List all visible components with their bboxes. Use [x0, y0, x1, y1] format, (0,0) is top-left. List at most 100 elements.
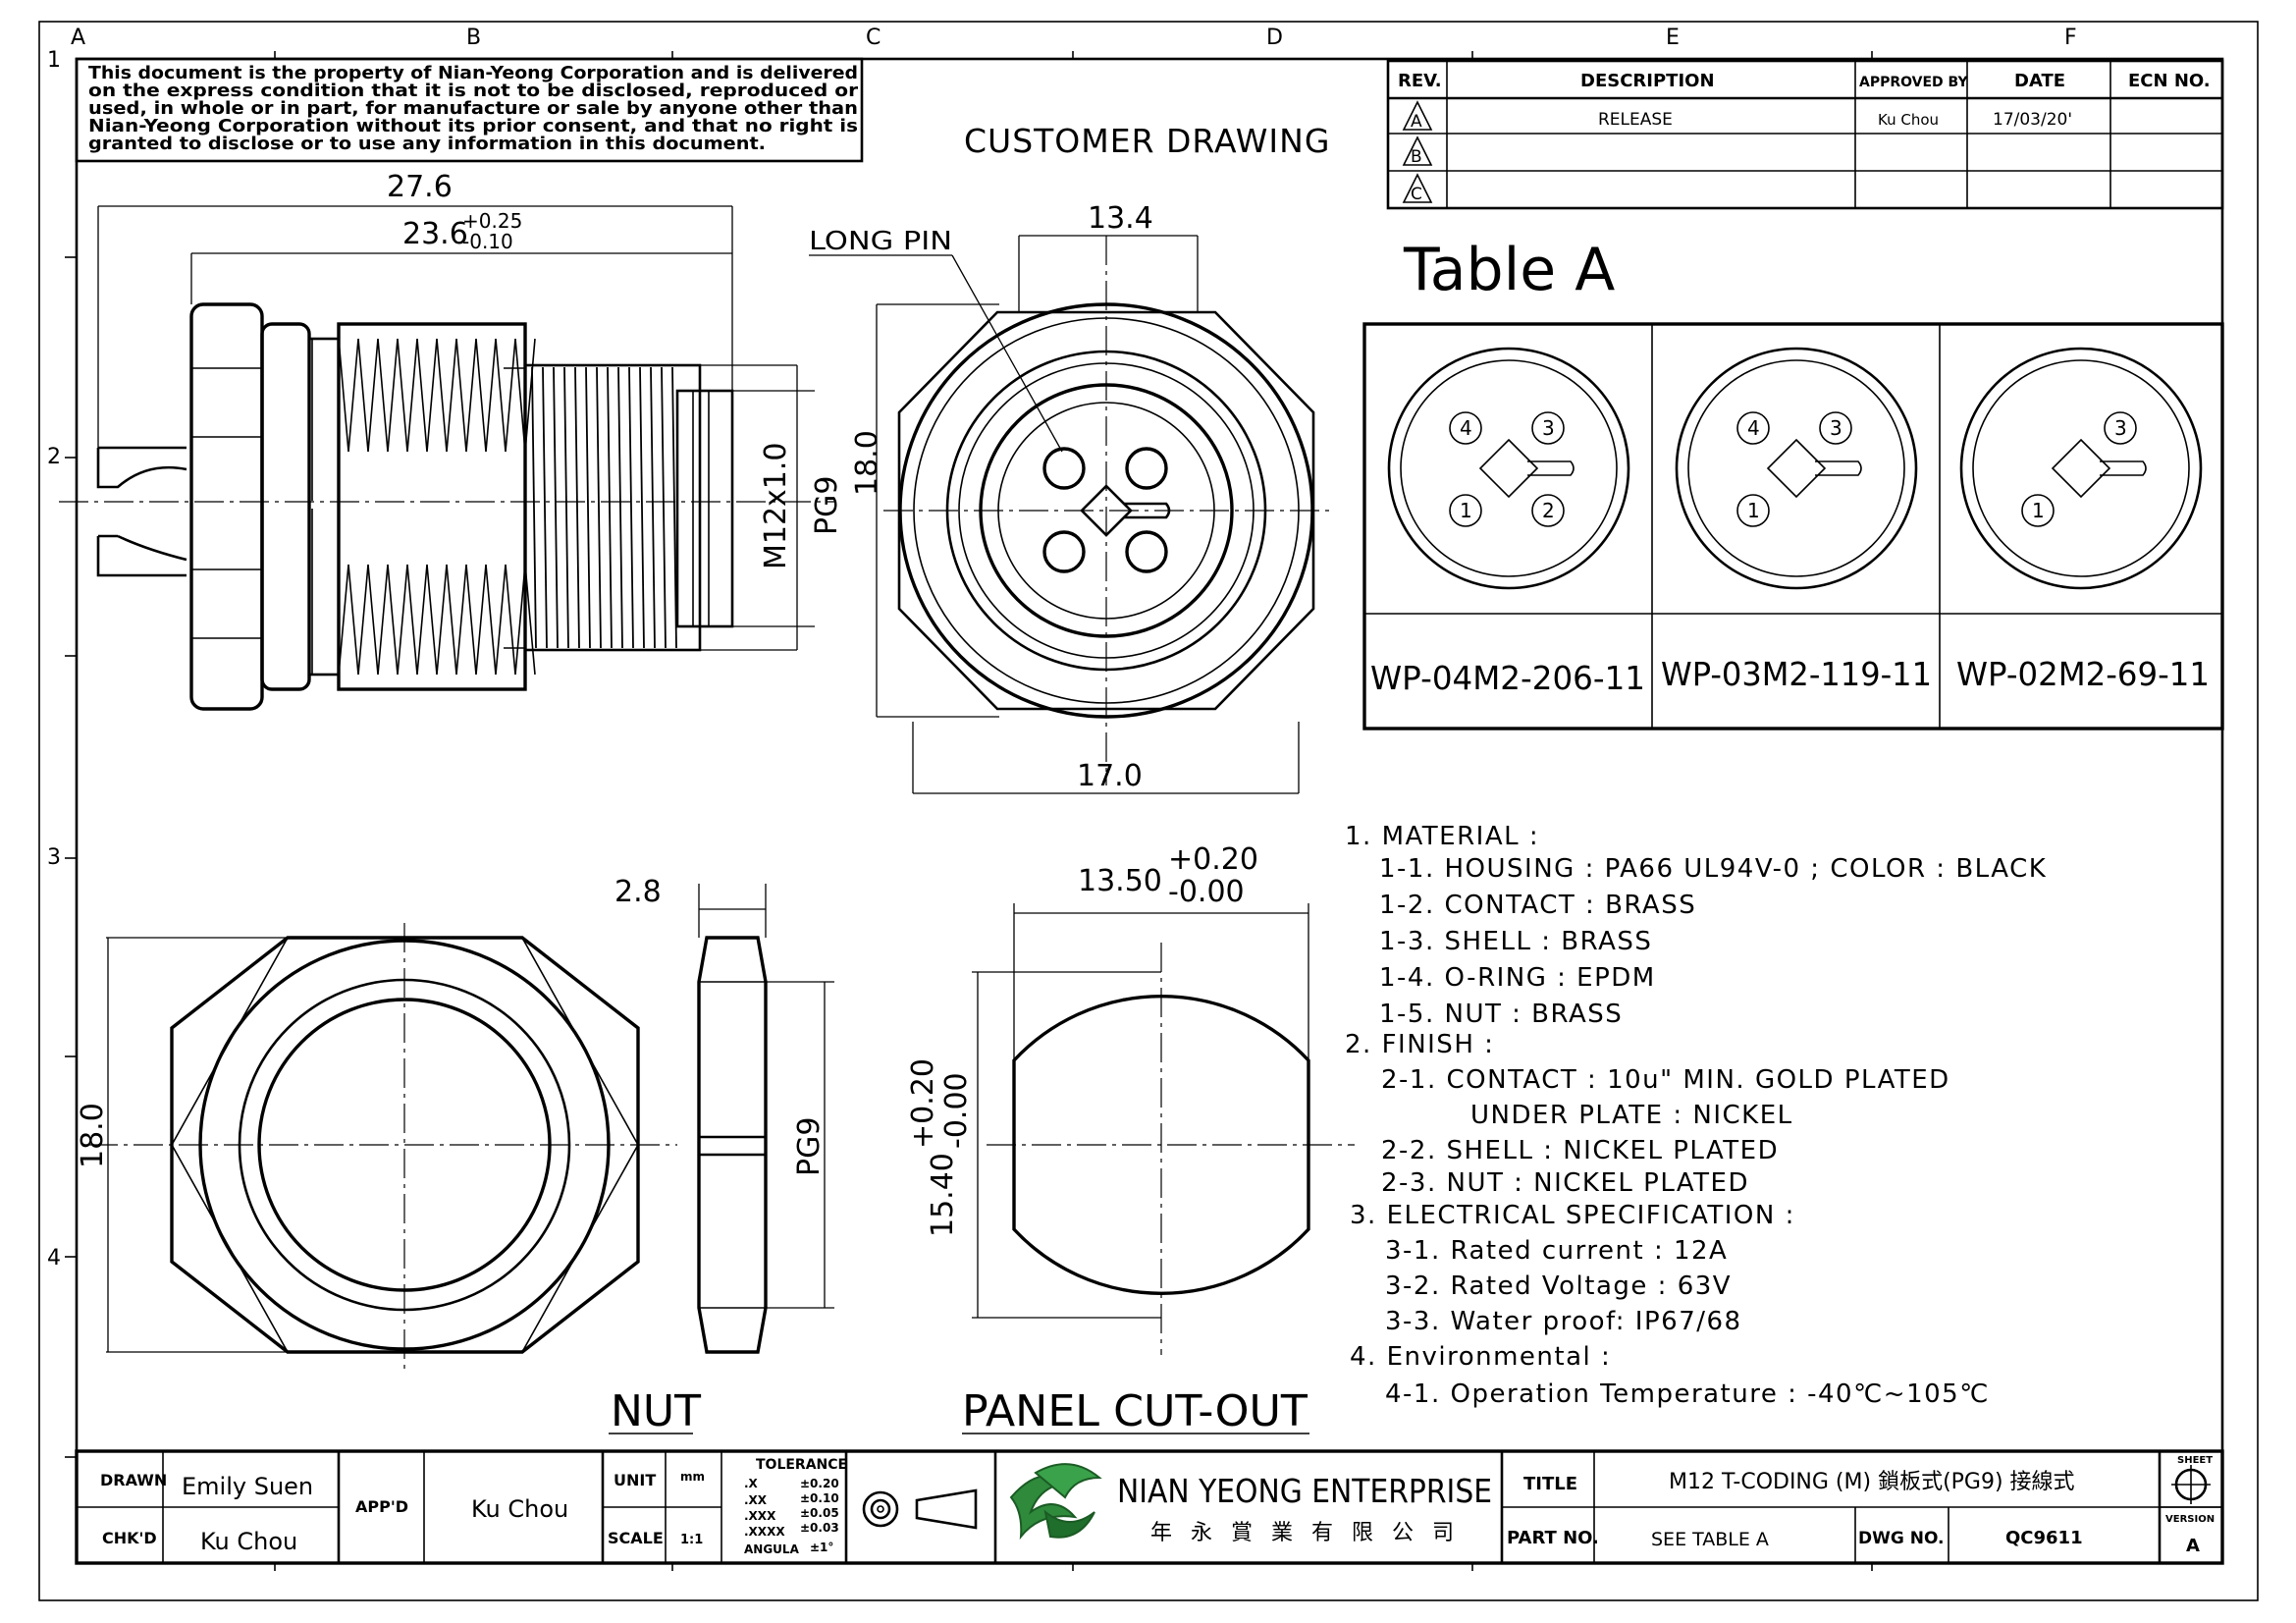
description-header: DESCRIPTION	[1580, 71, 1715, 91]
tol-val: ±0.03	[800, 1521, 839, 1535]
tol-key: .XXX	[744, 1509, 776, 1523]
chkd-label: CHK'D	[102, 1529, 157, 1547]
unit-value: mm	[680, 1470, 705, 1484]
dim-nut-pg: PG9	[792, 1117, 827, 1176]
drawn-value: Emily Suen	[182, 1473, 313, 1500]
pinout-4-pin: 4 3 1 2	[1387, 347, 1630, 590]
note-line: 2-2. SHELL : NICKEL PLATED	[1381, 1136, 1779, 1165]
dim-nut-height: 18.0	[76, 1103, 110, 1168]
drawing-heading: CUSTOMER DRAWING	[964, 122, 1330, 160]
projection-symbol-icon	[862, 1488, 978, 1530]
table-a-title: Table A	[1403, 236, 1615, 304]
thread-line	[607, 366, 613, 649]
version-label: VERSION	[2165, 1514, 2215, 1525]
spec-notes: 1. MATERIAL : 1-1. HOUSING : PA66 UL94V-…	[1345, 822, 2046, 1409]
zone-letter: A	[71, 26, 85, 50]
note-line: 2. FINISH :	[1345, 1030, 1494, 1059]
tol-key: ANGULA	[744, 1542, 800, 1556]
disclaimer-line: granted to disclose or to use any inform…	[88, 135, 766, 154]
tol-val: ±0.05	[800, 1506, 839, 1520]
part-number: WP-04M2-206-11	[1370, 659, 1645, 697]
part-value: SEE TABLE A	[1651, 1529, 1769, 1550]
note-line: 4. Environmental :	[1350, 1342, 1611, 1372]
zone-number: 2	[47, 445, 61, 469]
dim-front-bottom: 17.0	[1077, 759, 1143, 793]
note-line: 4-1. Operation Temperature : -40℃~105℃	[1385, 1380, 1990, 1409]
ecn-header: ECN NO.	[2128, 71, 2211, 91]
scale-value: 1:1	[680, 1533, 703, 1547]
thread-line	[661, 366, 667, 649]
tol-val: ±0.20	[800, 1477, 839, 1490]
version-value: A	[2186, 1536, 2200, 1556]
rev-date: 17/03/20'	[1993, 110, 2072, 130]
zone-number: 4	[47, 1246, 61, 1271]
note-line: 3-1. Rated current : 12A	[1385, 1236, 1728, 1266]
panel-cutout-view: 13.50 +0.20 -0.00 15.40 +0.20 -0.00 PANE…	[906, 842, 1355, 1436]
part-number: WP-02M2-69-11	[1956, 655, 2210, 693]
tol-key: .X	[744, 1477, 759, 1490]
pinout-3-pin: 4 3 1	[1675, 347, 1918, 590]
zone-numbers: 1 2 3 4	[47, 48, 61, 1271]
rev-letter: A	[1411, 112, 1422, 132]
note-line: 3-2. Rated Voltage : 63V	[1385, 1271, 1732, 1301]
disclaimer-text: This document is the property of Nian-Ye…	[88, 64, 858, 154]
sheet-label: SHEET	[2177, 1455, 2213, 1466]
unit-label: UNIT	[614, 1471, 656, 1489]
note-line: 3-3. Water proof: IP67/68	[1385, 1307, 1742, 1336]
panel-label: PANEL CUT-OUT	[962, 1386, 1308, 1436]
disclaimer-box	[75, 57, 864, 163]
dwg-value: QC9611	[2005, 1528, 2083, 1548]
zone-number: 1	[47, 48, 61, 73]
inner-border	[75, 57, 2224, 1565]
dim-cut-height-tol-minus: -0.00	[939, 1072, 974, 1149]
part-number: WP-03M2-119-11	[1661, 655, 1932, 693]
thread-line	[617, 366, 623, 649]
rev-triangle	[1402, 173, 1433, 203]
thread-line	[650, 366, 656, 649]
pin-label: 2	[1542, 499, 1555, 522]
rev-triangle	[1402, 100, 1433, 131]
dim-overall-length: 27.6	[387, 170, 453, 204]
title-value: M12 T-CODING (M) 鎖板式(PG9) 接線式	[1669, 1470, 2075, 1494]
pin-label: 3	[1542, 416, 1555, 440]
note-line: 1-2. CONTACT : BRASS	[1379, 891, 1696, 920]
zone-letter: D	[1266, 26, 1283, 50]
zone-letter: F	[2064, 26, 2077, 50]
zone-number: 3	[47, 845, 61, 870]
note-line: 3. ELECTRICAL SPECIFICATION :	[1350, 1201, 1795, 1230]
company-name-cn: 年 永 賞 業 有 限 公 司	[1150, 1521, 1460, 1545]
side-view: 27.6 23.6 +0.25 -0.10 M12x1.0 PG9	[59, 170, 844, 711]
dim-nut-thickness: 2.8	[614, 875, 662, 909]
title-label: TITLE	[1523, 1474, 1577, 1494]
thread-line	[531, 366, 537, 649]
pin-label: 1	[1460, 499, 1472, 522]
dim-cut-width-tol-plus: +0.20	[1168, 842, 1258, 877]
zone-letter: E	[1666, 26, 1680, 50]
part-label: PART NO.	[1507, 1528, 1599, 1548]
rev-header: REV.	[1398, 71, 1442, 91]
pin-label: 1	[1747, 499, 1760, 522]
thread-line	[542, 366, 548, 649]
note-line: 1. MATERIAL :	[1345, 822, 1539, 851]
zone-ticks-top	[274, 51, 1873, 1571]
pin-label: 4	[1460, 416, 1472, 440]
disclaimer-line: on the express condition that it is not …	[88, 81, 858, 101]
tol-val: ±0.10	[800, 1491, 839, 1505]
company-name: NIAN YEONG ENTERPRISE	[1117, 1472, 1492, 1510]
nut-view: 18.0 2.8 PG9 NUT	[76, 875, 834, 1436]
dim-pg: PG9	[810, 476, 844, 535]
company-logo-icon	[1009, 1463, 1102, 1541]
long-pin-label: LONG PIN	[809, 227, 952, 256]
dim-body-length: 23.6	[402, 217, 468, 251]
note-line: 1-5. NUT : BRASS	[1379, 1000, 1623, 1029]
dim-body-tol-plus: +0.25	[462, 209, 522, 233]
disclaimer-line: Nian-Yeong Corporation without its prior…	[88, 117, 858, 136]
note-line: UNDER PLATE : NICKEL	[1470, 1101, 1793, 1130]
thread-line	[628, 366, 634, 649]
table-a: 4 3 1 2 4 3 1	[1362, 322, 2224, 730]
tol-key: .XX	[744, 1493, 768, 1507]
dim-front-height: 18.0	[850, 430, 884, 496]
zone-letter: C	[866, 26, 881, 50]
front-view: LONG PIN 13.4 17.0 18.0	[809, 201, 1330, 794]
chkd-value: Ku Chou	[200, 1528, 297, 1555]
